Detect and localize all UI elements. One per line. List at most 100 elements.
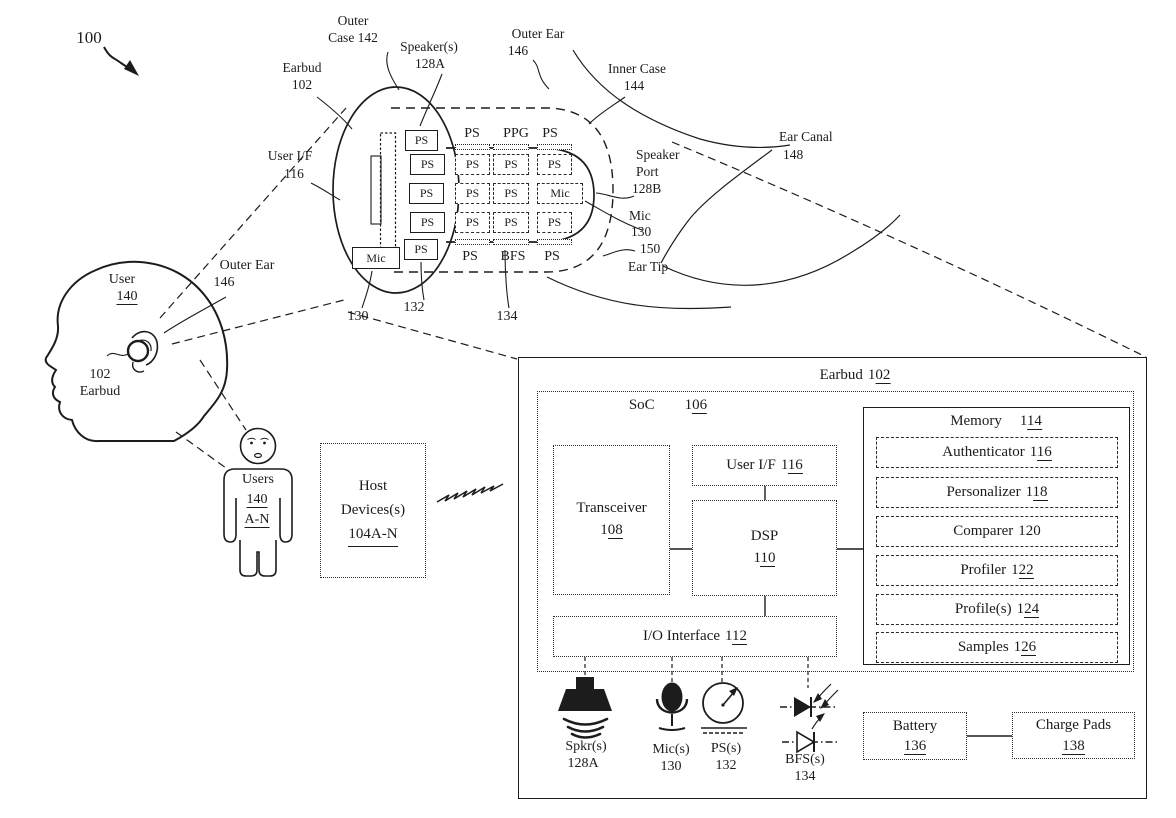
head-earbud-label: Earbud [79,384,121,399]
ref-132: 132 [403,300,425,315]
sensor-pad [455,144,490,150]
host-devices-box: Host Devices(s) 104A-N [320,443,426,578]
charge-pads-box: Charge Pads 138 [1012,712,1135,759]
speakers-ref: 128A [415,56,445,71]
figure-ref-arrow [103,46,139,76]
dsp-num: 1 [753,550,761,566]
ear-with-earbud [126,330,159,373]
transceiver-label: Transceiver [576,500,647,517]
transceiver-num: 1 [600,522,608,538]
ear-tip-dashed-outline [391,107,614,273]
head-outer-ear-ref: 146 [213,275,235,290]
dsp-box: DSP 110 [692,500,837,596]
io-num-u: 12 [731,627,747,645]
ear-canal-label: Ear Canal [779,129,833,144]
outer-ear-label: Outer Ear [511,26,565,41]
users-range-text: A-N [244,512,270,528]
ps-sensor-box: PS [455,212,490,233]
bottom-sensor-label-1: PS [462,249,478,264]
ps-sensor-box: PS [405,130,438,151]
users-label: Users [242,472,274,487]
memory-item-label: Personalizer [946,483,1021,500]
inner-case-label: Inner Case [607,61,667,76]
charge-pads-num-u: 138 [1062,737,1085,755]
memory-item-label: Profile(s) [954,600,1012,617]
top-sensor-label-3: PS [542,126,558,141]
pss-ref: 132 [715,758,737,773]
speakers-label: Speaker(s) [400,39,458,54]
memory-item-num: 120 [1018,522,1041,539]
host-ref: 104A-N [348,522,398,547]
user-if-num-u: 16 [787,456,803,474]
soc-label: SoC 106 [628,396,708,414]
io-drop-lines [584,657,809,688]
bottom-sensor-label-2: BFS [500,249,526,264]
figure-ref: 100 [76,28,102,47]
earbud-system-box [518,357,1147,799]
transceiver-box: Transceiver 108 [553,445,670,595]
user-ref: 140 [116,289,138,306]
host-line1: Host [358,478,388,494]
earbud-label: Earbud [282,60,322,75]
ps-sensor-box: PS [455,154,490,175]
memory-item-label: Profiler [960,561,1007,578]
mic-sensor-box: Mic [537,183,583,204]
ps-sensor-box: PS [404,239,438,260]
outer-case-ref: Case 142 [328,30,378,45]
battery-num-u: 136 [903,738,927,755]
mic-sensor-box: Mic [352,247,400,269]
dsp-label: DSP [750,528,779,545]
ear-canal-ref: 148 [783,147,804,162]
memory-item-num: 1 [1029,443,1037,460]
ear-tip-ref: 150 [640,241,661,256]
microphone-icon [655,682,689,731]
io-label: I/O Interface [643,627,721,644]
memory-item-num-u: 16 [1036,443,1052,461]
pss-label: PS(s) [710,741,742,756]
soc-num-u: 06 [692,397,708,414]
memory-num-u: 14 [1026,413,1042,430]
top-sensor-label-1: PS [464,126,480,141]
system-title-num-u: 02 [875,367,891,384]
user-ref-num: 140 [116,289,138,305]
dsp-num-u: 10 [760,550,776,567]
inner-case-ref: 144 [623,78,645,93]
head-earbud-ref: 102 [89,367,111,382]
mics-ref: 130 [660,759,682,774]
speaker-icon [558,677,612,739]
dashed-reference-lines [159,107,1147,469]
ps-sensor-box: PS [493,183,529,204]
memory-item-num-u: 18 [1032,483,1048,501]
users-range: A-N [244,512,270,529]
ps-sensor-box: PS [537,212,572,233]
earbud-in-ear-icon [126,339,150,363]
memory-item-num: 1 [1013,638,1022,655]
memory-item-num-u: 26 [1021,638,1037,656]
head-outer-ear-label: Outer Ear [219,258,275,273]
soc-num: 1 [684,397,693,413]
battery-box: Battery 136 [863,712,967,760]
ps-sensor-box: PS [410,154,445,175]
mic-ref: 130 [631,224,652,239]
bfss-label: BFS(s) [785,752,825,767]
inner-case-outline [446,147,595,243]
user-if-box-label: User I/F [726,456,776,473]
mics-label: Mic(s) [652,742,690,757]
spkr-label: Spkr(s) [565,739,607,754]
outer-ear-ref: 146 [507,43,529,58]
memory-item-profiles: Profile(s)124 [876,594,1118,625]
charge-pads-label: Charge Pads [1035,717,1112,734]
sensor-pad [537,144,572,150]
memory-item-label: Comparer [953,522,1014,539]
soc-label-text: SoC [628,397,655,413]
top-sensor-label-2: PPG [503,126,529,141]
